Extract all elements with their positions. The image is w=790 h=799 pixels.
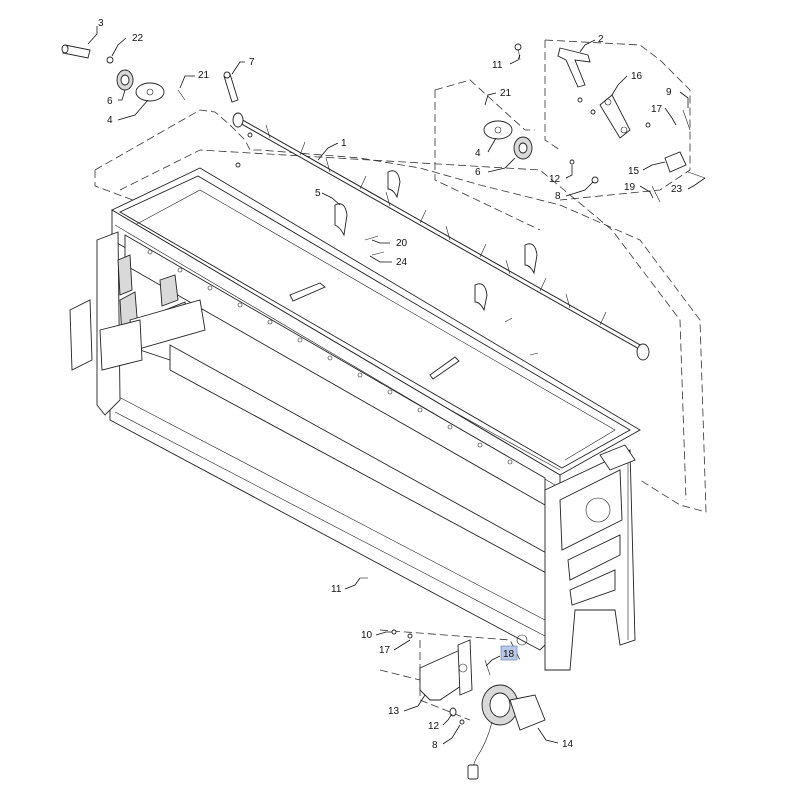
hardware-left [61, 44, 253, 168]
callout-16: 16 [631, 71, 643, 82]
callout-3: 3 [98, 18, 104, 29]
callout-23: 23 [671, 184, 683, 195]
callout-10: 10 [361, 630, 373, 641]
callout-4: 4 [475, 148, 481, 159]
callout-22: 22 [132, 33, 144, 44]
callout-21: 21 [500, 88, 512, 99]
callout-6: 6 [475, 167, 481, 178]
callout-12: 12 [428, 721, 440, 732]
callout-4: 4 [107, 115, 113, 126]
callout-2: 2 [598, 34, 604, 45]
callout-8: 8 [432, 740, 438, 751]
callout-19: 19 [624, 182, 636, 193]
callout-13: 13 [388, 706, 400, 717]
callout-15: 15 [628, 166, 640, 177]
agitator-shaft [232, 112, 650, 361]
callout-21: 21 [198, 70, 210, 81]
callout-7: 7 [249, 57, 255, 68]
callout-24: 24 [396, 257, 408, 268]
callout-11: 11 [331, 584, 342, 595]
callout-12: 12 [549, 174, 561, 185]
motor-group [360, 577, 546, 780]
callout-1: 1 [341, 138, 347, 149]
callout-6: 6 [107, 96, 113, 107]
callout-17: 17 [379, 645, 391, 656]
hardware-right [483, 43, 706, 203]
callout-20: 20 [396, 238, 408, 249]
callout-labels: 3 22 6 4 21 7 1 5 20 24 2 11 16 9 21 17 … [98, 18, 683, 751]
callout-18: 18 [503, 649, 515, 660]
hopper-frame [69, 167, 641, 671]
agitator-fingers [289, 170, 539, 380]
callout-8: 8 [555, 191, 561, 202]
callout-9: 9 [666, 87, 672, 98]
callout-11: 11 [492, 60, 503, 71]
callout-5: 5 [315, 188, 321, 199]
callout-14: 14 [562, 739, 574, 750]
leader-lines [87, 26, 706, 745]
callout-18-highlight [500, 645, 518, 661]
callout-17: 17 [651, 104, 663, 115]
